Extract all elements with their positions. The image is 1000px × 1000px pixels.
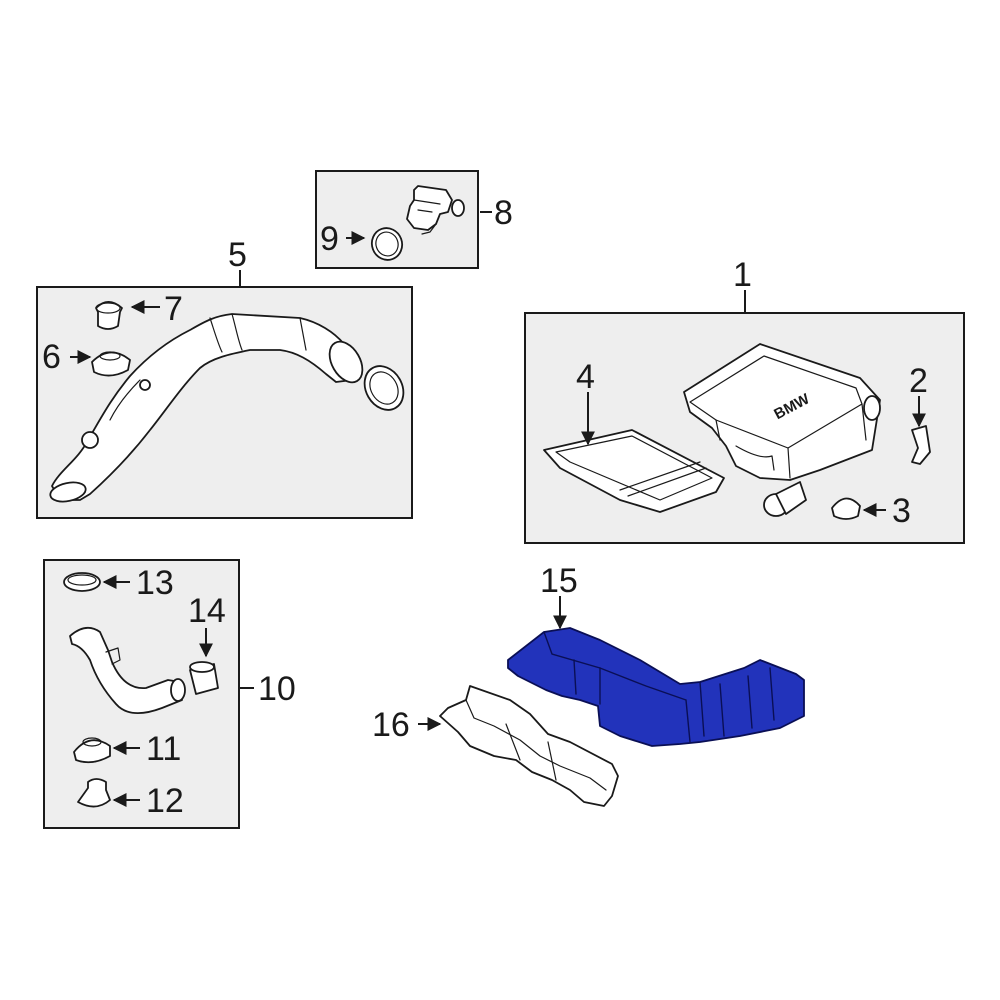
air-filter-element-part-4[interactable] — [543, 429, 725, 513]
callout-9: 9 — [320, 220, 339, 258]
bracket-part-2[interactable] — [911, 425, 931, 465]
pipe-part-10[interactable] — [69, 626, 186, 714]
callout-12: 12 — [146, 782, 184, 820]
o-ring-part-9[interactable] — [367, 224, 406, 264]
callout-8: 8 — [494, 194, 513, 232]
grommet-part-3[interactable] — [831, 497, 861, 520]
cover-part-16[interactable] — [439, 685, 619, 807]
clamp-part-5b[interactable] — [357, 359, 411, 417]
callout-10: 10 — [258, 670, 296, 708]
callout-15: 15 — [540, 562, 578, 600]
grommet-part-11[interactable] — [73, 737, 111, 764]
grommet-part-6[interactable] — [91, 351, 131, 377]
callout-5: 5 — [228, 236, 247, 274]
ring-part-13[interactable] — [63, 572, 101, 592]
sleeve-part-14[interactable] — [189, 661, 219, 695]
callout-3: 3 — [892, 492, 911, 530]
callout-11: 11 — [146, 730, 181, 768]
callout-6: 6 — [42, 338, 61, 376]
air-duct-part-15[interactable] — [507, 627, 805, 747]
callout-1: 1 — [733, 256, 752, 294]
callout-2: 2 — [909, 362, 928, 400]
intake-pipe-part-5[interactable] — [49, 313, 370, 505]
mass-air-flow-sensor-part-8[interactable] — [406, 185, 465, 235]
callout-labels: 1 2 3 4 5 6 7 8 9 10 11 12 13 14 15 16 — [42, 194, 928, 820]
air-filter-housing-part-1[interactable] — [683, 343, 881, 517]
callout-4: 4 — [576, 358, 595, 396]
grommet-part-7[interactable] — [95, 301, 123, 330]
callout-14: 14 — [188, 592, 226, 630]
callout-7: 7 — [164, 290, 183, 328]
callout-16: 16 — [372, 706, 410, 744]
callout-13: 13 — [136, 564, 174, 602]
grommet-part-12[interactable] — [77, 778, 111, 808]
